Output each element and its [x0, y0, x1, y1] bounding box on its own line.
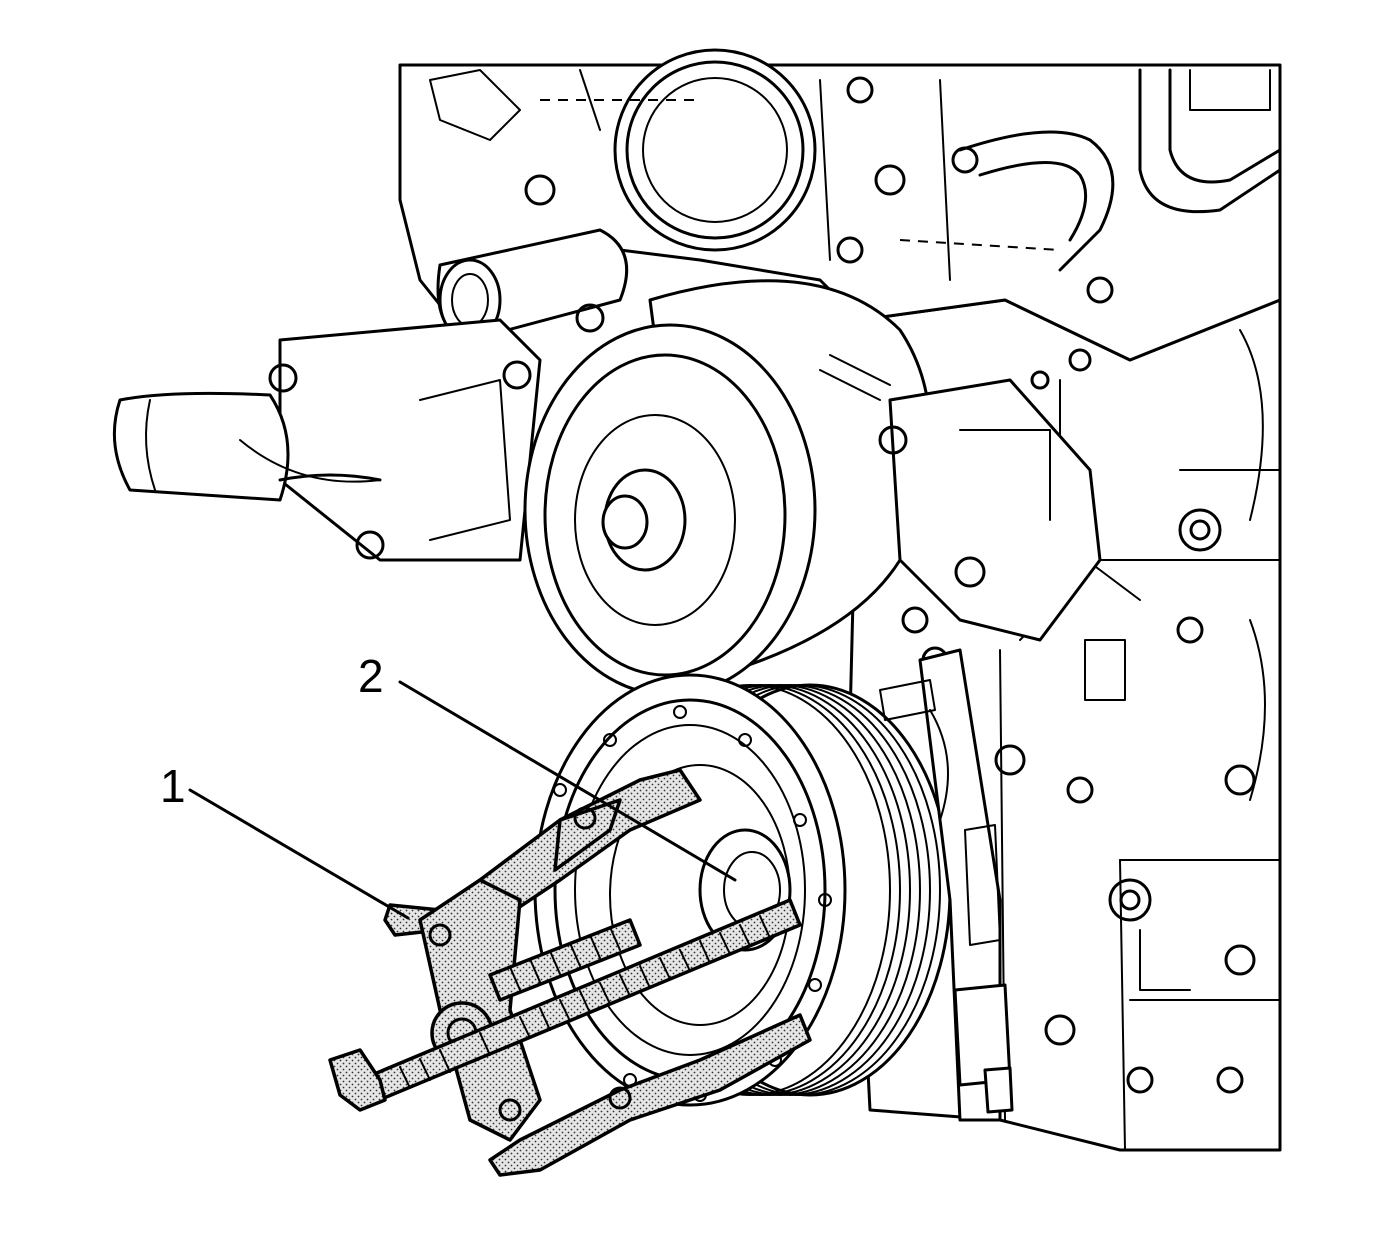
puller-tool	[328, 768, 812, 1177]
leader-line-2	[398, 680, 737, 882]
leader-line-1	[188, 788, 410, 920]
upper-engine-components	[398, 48, 1282, 362]
crank-position-sensor	[879, 648, 1014, 1122]
callout-2: 2	[358, 650, 737, 882]
callout-label-2: 2	[358, 650, 384, 702]
callout-label-1: 1	[160, 760, 186, 812]
thermostat-housing	[112, 318, 542, 562]
callout-1: 1	[160, 760, 410, 920]
water-pump-pulley	[523, 279, 1102, 697]
